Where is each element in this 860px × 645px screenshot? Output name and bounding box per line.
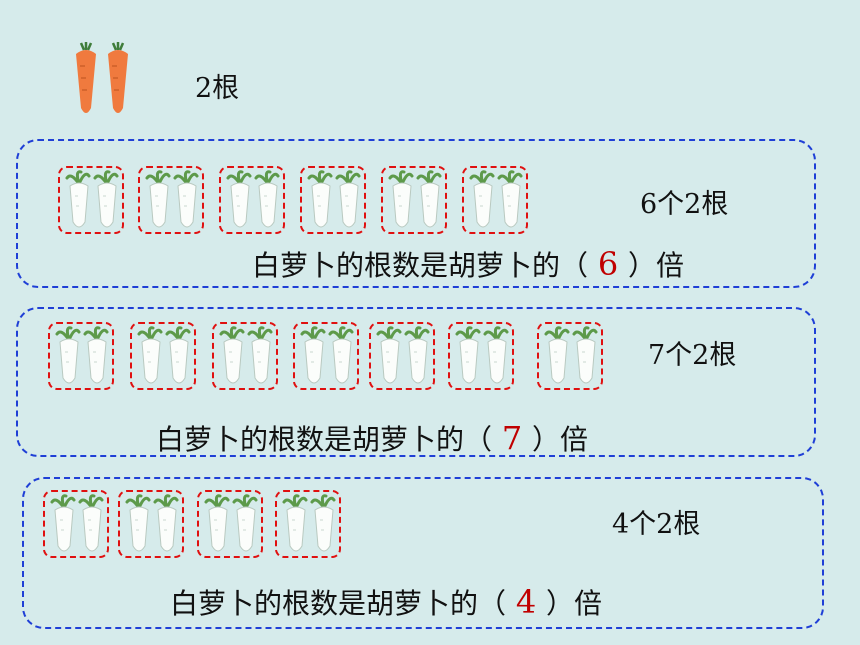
group-2-count: 7个2根 xyxy=(648,340,737,371)
radish-pair-icon xyxy=(282,494,336,552)
radish-pair xyxy=(537,322,603,390)
radish-pair-icon xyxy=(300,326,354,384)
radish-pair-icon xyxy=(469,170,523,228)
sentence-pre: 白萝卜的根数是胡萝卜的（ xyxy=(252,249,589,282)
radish-pair-icon xyxy=(145,170,199,228)
radish-pair xyxy=(130,322,196,390)
sentence-pre: 白萝卜的根数是胡萝卜的（ xyxy=(170,587,507,620)
group-3-sentence: 白萝卜的根数是胡萝卜的（4 ）倍 xyxy=(170,582,602,622)
group-1-sentence: 白萝卜的根数是胡萝卜的（6 ）倍 xyxy=(252,244,684,284)
radish-pair xyxy=(58,166,124,234)
radish-pair xyxy=(212,322,278,390)
radish-pair xyxy=(300,166,366,234)
radish-pair-icon xyxy=(219,326,273,384)
radish-pair-icon xyxy=(544,326,598,384)
sentence-post: ）倍 xyxy=(546,587,603,620)
radish-pair-icon xyxy=(388,170,442,228)
radish-pair-icon xyxy=(137,326,191,384)
radish-pair-icon xyxy=(125,494,179,552)
radish-pair-icon xyxy=(455,326,509,384)
answer-value: 6 xyxy=(597,245,619,283)
sentence-pre: 白萝卜的根数是胡萝卜的（ xyxy=(156,423,493,456)
group-1-count: 6个2根 xyxy=(640,189,729,220)
answer-value: 4 xyxy=(515,583,537,621)
radish-pair xyxy=(118,490,184,558)
radish-pair-icon xyxy=(55,326,109,384)
group-2-sentence: 白萝卜的根数是胡萝卜的（7 ）倍 xyxy=(156,418,588,458)
carrot-pair-icon xyxy=(76,42,128,113)
radish-pair-icon xyxy=(204,494,258,552)
group-box-1 xyxy=(16,139,816,288)
radish-pair-icon xyxy=(376,326,430,384)
radish-pair xyxy=(219,166,285,234)
sentence-post: ）倍 xyxy=(532,423,589,456)
radish-pair xyxy=(138,166,204,234)
carrot-count-label: 2根 xyxy=(195,73,240,104)
group-box-2 xyxy=(16,307,816,457)
radish-pair-icon xyxy=(307,170,361,228)
group-box-3 xyxy=(22,477,824,629)
answer-value: 7 xyxy=(501,419,523,457)
group-3-count: 4个2根 xyxy=(612,509,701,540)
radish-pair xyxy=(48,322,114,390)
radish-pair xyxy=(197,490,263,558)
radish-pair-icon xyxy=(226,170,280,228)
radish-pair xyxy=(43,490,109,558)
radish-pair xyxy=(275,490,341,558)
radish-pair xyxy=(369,322,435,390)
radish-pair xyxy=(448,322,514,390)
radish-pair xyxy=(462,166,528,234)
radish-pair-icon xyxy=(65,170,119,228)
radish-pair-icon xyxy=(50,494,104,552)
radish-pair xyxy=(293,322,359,390)
sentence-post: ）倍 xyxy=(628,249,685,282)
radish-pair xyxy=(381,166,447,234)
